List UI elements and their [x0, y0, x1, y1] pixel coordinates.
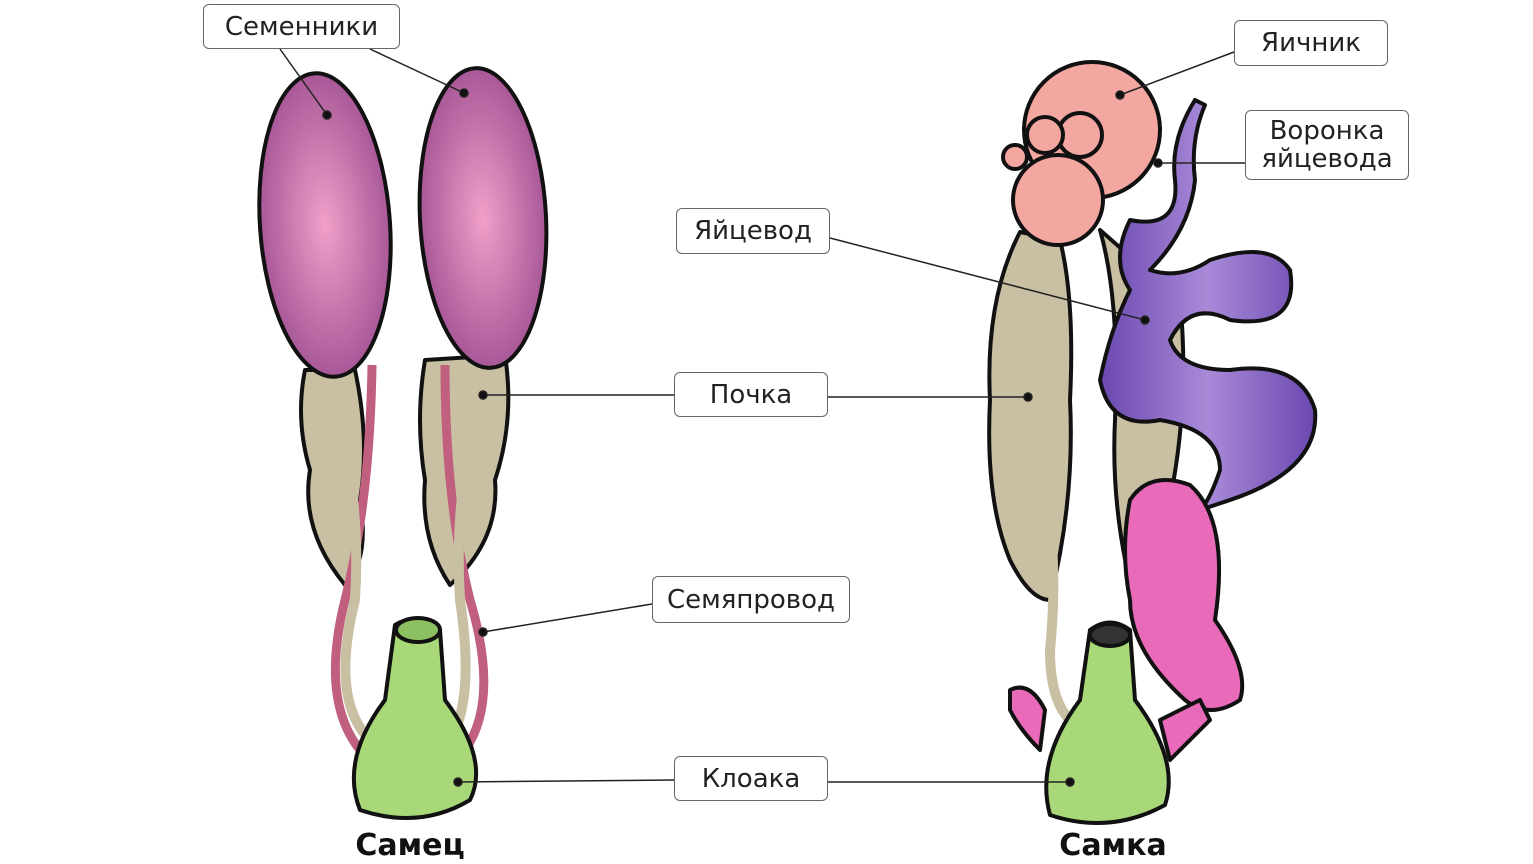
label-oviduct: Яйцевод: [676, 208, 830, 254]
male-ureter-right: [445, 439, 475, 743]
female-ovary-follicle-3: [1025, 115, 1065, 155]
caption-male: Самец: [355, 828, 465, 863]
female-oviduct: [1098, 98, 1318, 512]
male-cloaca-opening: [394, 616, 442, 644]
label-vas-deferens: Семяпровод: [652, 576, 850, 623]
female-cloaca-opening: [1088, 622, 1132, 648]
female-ovary-follicle-4: [1001, 143, 1029, 171]
label-kidney: Почка: [674, 372, 828, 417]
female-left-oviduct-rudiment: [1008, 685, 1047, 752]
male-testis-right: [417, 66, 549, 370]
leader-lines: [279, 48, 1245, 787]
male-testis-left: [257, 71, 393, 379]
female-ovary-follicle: [1011, 153, 1105, 247]
female-ureter: [1035, 458, 1074, 724]
label-cloaca: Клоака: [674, 756, 828, 801]
female-vagina: [1158, 698, 1212, 762]
female-kidney: [987, 230, 1074, 602]
caption-female: Самка: [1059, 828, 1167, 863]
male-cloaca: [351, 616, 479, 820]
label-ovary: Яичник: [1234, 20, 1388, 66]
male-ureter-left: [340, 448, 374, 744]
female-shell-gland: [1123, 478, 1245, 712]
label-testes: Семенники: [203, 4, 400, 49]
label-infundibulum: Воронка яйцевода: [1245, 110, 1409, 180]
male-vas-deferens-right: [440, 364, 489, 753]
male-vas-deferens-left: [330, 364, 377, 753]
